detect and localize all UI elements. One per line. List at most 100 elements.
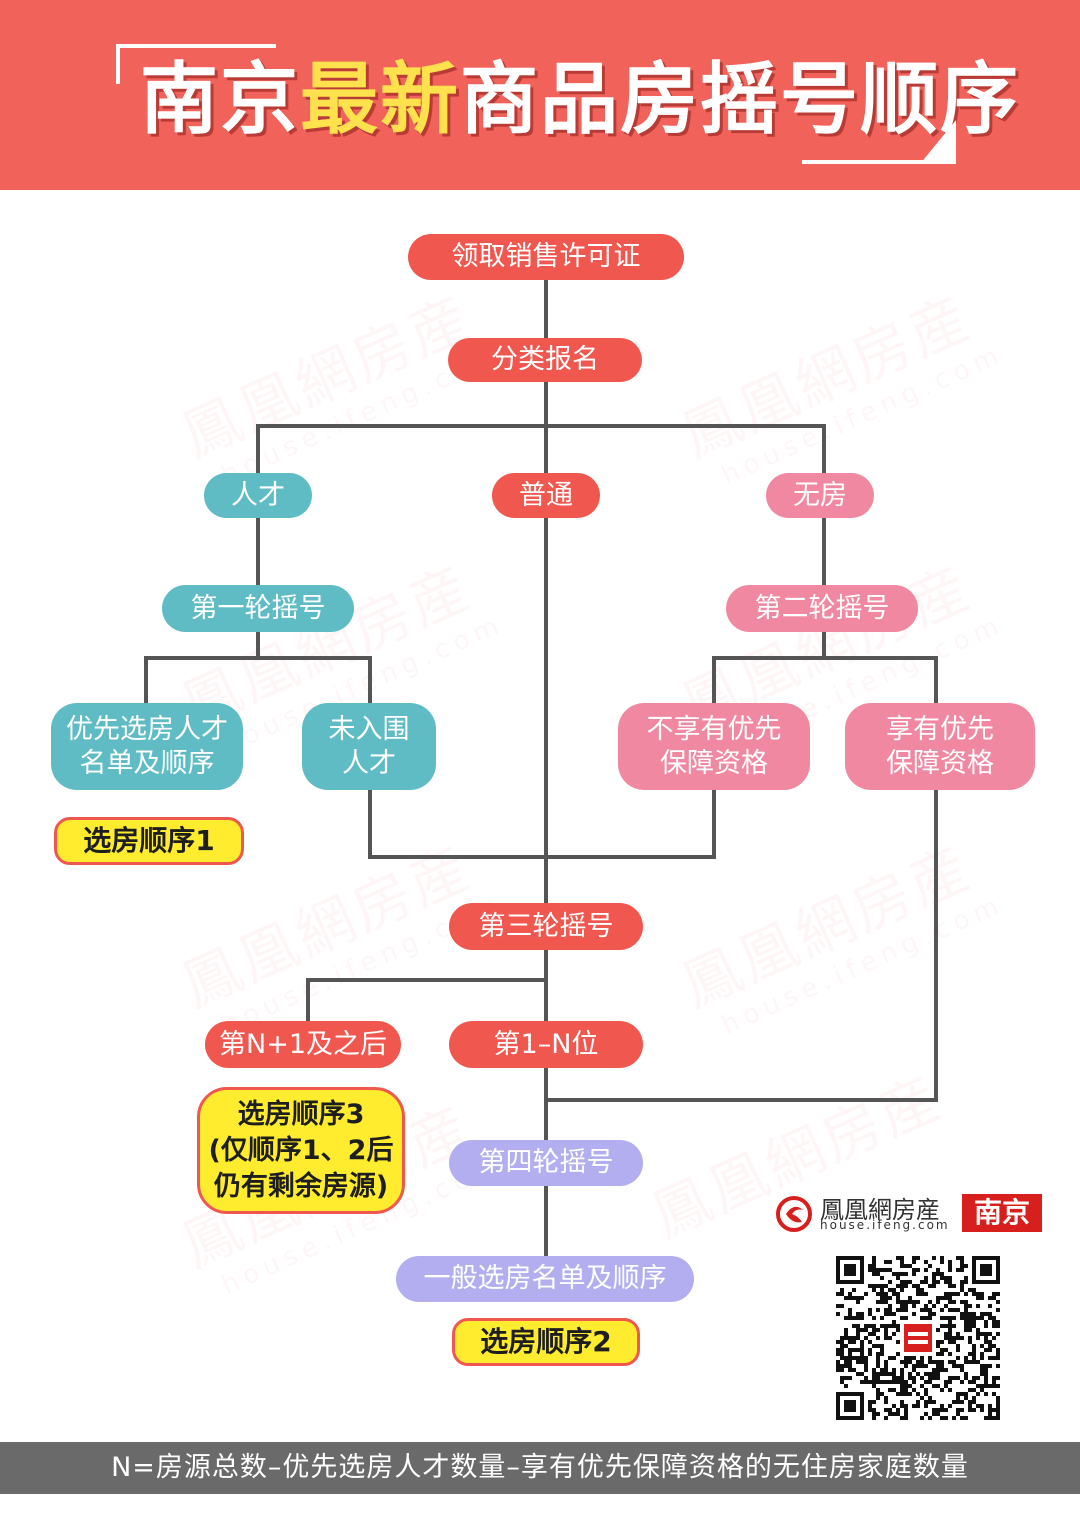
qr-module	[896, 1256, 900, 1260]
node-line: 保障资格	[886, 747, 994, 779]
qr-module	[904, 1416, 908, 1420]
qr-module	[872, 1344, 876, 1348]
qr-module	[860, 1296, 864, 1300]
qr-module	[972, 1376, 976, 1380]
qr-module	[840, 1336, 844, 1340]
qr-module	[888, 1304, 892, 1308]
qr-module	[936, 1352, 940, 1356]
qr-module	[872, 1328, 876, 1332]
qr-module	[944, 1304, 948, 1308]
qr-module	[884, 1336, 888, 1340]
qr-module	[916, 1404, 920, 1408]
qr-module	[948, 1296, 952, 1300]
qr-module	[956, 1408, 960, 1412]
qr-module	[972, 1360, 976, 1364]
qr-module	[928, 1284, 932, 1288]
qr-module	[884, 1332, 888, 1336]
qr-module	[872, 1384, 876, 1388]
qr-module	[844, 1364, 848, 1368]
qr-module	[996, 1348, 1000, 1352]
qr-module	[844, 1376, 848, 1380]
qr-module	[952, 1308, 956, 1312]
qr-module	[884, 1324, 888, 1328]
qr-module	[996, 1308, 1000, 1312]
qr-module	[968, 1408, 972, 1412]
qr-module	[868, 1324, 872, 1328]
page-title: 南京最新商品房摇号顺序	[140, 50, 1018, 150]
node-line: 名单及顺序	[79, 747, 215, 779]
qr-module	[956, 1348, 960, 1352]
qr-module	[844, 1328, 848, 1332]
qr-module	[980, 1352, 984, 1356]
title-decoration-line	[116, 44, 120, 84]
qr-module	[968, 1304, 972, 1308]
qr-module	[928, 1316, 932, 1320]
qr-module	[972, 1388, 976, 1392]
qr-module	[860, 1360, 864, 1364]
qr-module	[872, 1416, 876, 1420]
qr-module	[884, 1408, 888, 1412]
qr-module	[868, 1284, 872, 1288]
qr-module	[932, 1304, 936, 1308]
qr-module	[952, 1400, 956, 1404]
footer-formula: N=房源总数–优先选房人才数量–享有优先保障资格的无住房家庭数量	[0, 1442, 1080, 1494]
qr-module	[996, 1400, 1000, 1404]
qr-module	[868, 1404, 872, 1408]
qr-module	[972, 1356, 976, 1360]
qr-module	[964, 1316, 968, 1320]
qr-module	[868, 1268, 872, 1272]
qr-module	[992, 1292, 996, 1296]
title-decoration-line	[802, 160, 952, 164]
qr-module	[948, 1308, 952, 1312]
qr-module	[900, 1272, 904, 1276]
qr-module	[996, 1416, 1000, 1420]
qr-module	[996, 1292, 1000, 1296]
qr-module	[876, 1268, 880, 1272]
qr-module	[924, 1404, 928, 1408]
qr-module	[924, 1380, 928, 1384]
qr-module	[912, 1272, 916, 1276]
qr-module	[932, 1272, 936, 1276]
qr-module	[876, 1284, 880, 1288]
qr-module	[896, 1324, 900, 1328]
qr-module	[864, 1292, 868, 1296]
qr-module	[940, 1256, 944, 1260]
qr-module	[856, 1300, 860, 1304]
node-no-house: 无房	[766, 473, 874, 518]
qr-module	[880, 1348, 884, 1352]
qr-module	[948, 1336, 952, 1340]
qr-module	[904, 1384, 908, 1388]
node-line: (仅顺序1、2后	[208, 1134, 394, 1166]
qr-module	[836, 1368, 840, 1372]
qr-module	[960, 1312, 964, 1316]
qr-module	[936, 1300, 940, 1304]
qr-module	[876, 1328, 880, 1332]
qr-module	[880, 1296, 884, 1300]
qr-module	[904, 1380, 908, 1384]
qr-module	[940, 1408, 944, 1412]
qr-module	[992, 1380, 996, 1384]
qr-module	[964, 1264, 968, 1268]
qr-module	[960, 1408, 964, 1412]
qr-module	[912, 1312, 916, 1316]
qr-module	[884, 1296, 888, 1300]
qr-module	[880, 1268, 884, 1272]
qr-module	[864, 1336, 868, 1340]
qr-module	[984, 1384, 988, 1388]
qr-module	[880, 1292, 884, 1296]
qr-module	[896, 1284, 900, 1288]
qr-module	[944, 1292, 948, 1296]
qr-module	[872, 1316, 876, 1320]
badge-selection-order-2: 选房顺序2	[452, 1318, 640, 1366]
qr-module	[840, 1368, 844, 1372]
qr-module	[976, 1332, 980, 1336]
qr-module	[968, 1352, 972, 1356]
qr-module	[968, 1360, 972, 1364]
qr-module	[936, 1364, 940, 1368]
qr-module	[936, 1296, 940, 1300]
qr-module	[852, 1324, 856, 1328]
qr-module	[916, 1256, 920, 1260]
qr-module	[960, 1288, 964, 1292]
qr-module	[900, 1360, 904, 1364]
qr-module	[936, 1328, 940, 1332]
